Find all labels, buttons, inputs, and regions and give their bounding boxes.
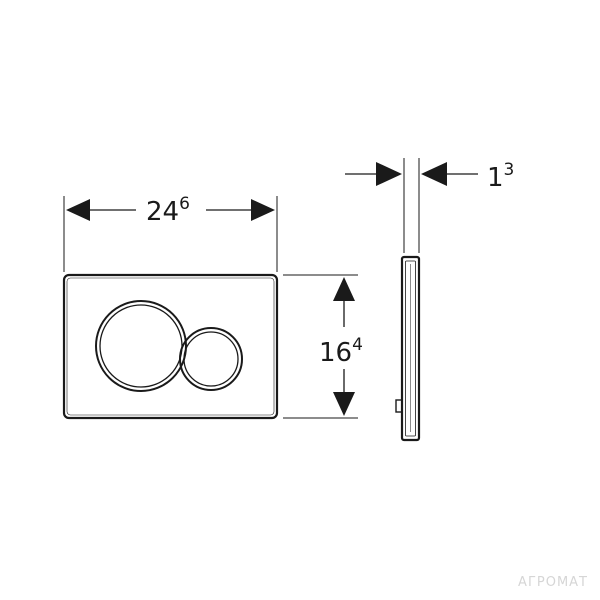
height-arrow-top [333,277,355,301]
side-profile-inner [405,260,416,437]
plate-inner-edge [66,277,275,416]
width-value: 24 [146,197,179,227]
thickness-value: 1 [487,163,504,193]
side-view [395,255,421,442]
thickness-value-superscript: 3 [504,160,515,180]
small-flush-button [179,327,243,391]
height-value: 16 [319,338,352,368]
thickness-dimension [345,158,478,253]
large-flush-button-inner-ring [99,304,183,388]
thickness-dimension-label: 13 [487,160,514,193]
width-value-superscript: 6 [179,194,190,214]
width-arrow-left [66,199,90,221]
width-arrow-right [251,199,275,221]
plate-outline [62,273,279,420]
thickness-arrow-left [376,162,402,186]
large-flush-button [95,300,187,392]
small-flush-button-inner-ring [183,331,239,387]
side-mounting-clip [395,399,403,413]
thickness-arrow-right [421,162,447,186]
watermark-text: АГРОМАТ [518,575,588,590]
height-arrow-bottom [333,392,355,416]
width-dimension [63,196,278,272]
height-value-superscript: 4 [352,335,363,355]
side-profile-outline [400,255,421,442]
height-dimension-label: 164 [319,335,363,368]
width-dimension-label: 246 [146,194,190,227]
watermark-logo: АГРОМАТ [518,575,588,590]
front-view [62,273,279,420]
height-dimension [283,274,358,419]
